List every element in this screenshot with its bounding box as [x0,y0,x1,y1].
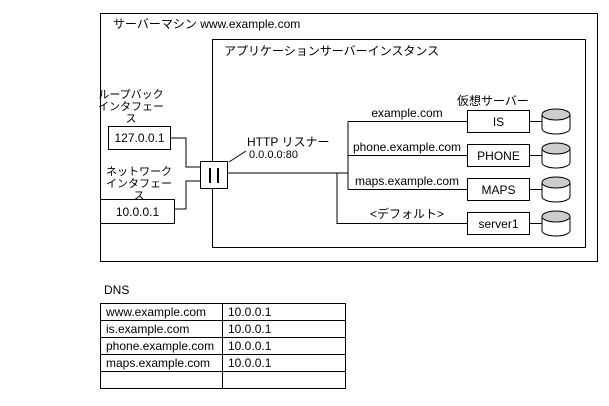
server-machine-box [100,13,598,262]
dns-table: www.example.com 10.0.0.1 is.example.com … [100,303,346,389]
dns-hostname-cell: is.example.com [100,320,223,338]
virtual-server-box: IS [467,110,530,133]
http-listener-icon [200,161,228,189]
dns-table-row: maps.example.com 10.0.0.1 [100,354,346,372]
loopback-label-line1: ループバック [98,89,164,101]
dns-table-row: www.example.com 10.0.0.1 [100,303,346,321]
network-ip: 10.0.0.1 [115,204,160,219]
http-listener-address: 0.0.0.0:80 [249,149,298,161]
virtual-server-name: IS [492,114,505,129]
virtual-server-box: MAPS [467,178,530,201]
vs-domain-label: example.com [371,106,443,120]
server-machine-label: サーバーマシン www.example.com [113,17,301,31]
virtual-server-box: PHONE [467,144,530,167]
loopback-ip: 127.0.0.1 [114,131,165,145]
dns-table-row [100,371,346,389]
virtual-server-name: MAPS [481,182,516,197]
network-label-line2: インタフェース [106,178,172,202]
dns-hostname-cell: maps.example.com [100,354,223,372]
dns-ip-cell: 10.0.0.1 [222,337,346,355]
loopback-interface-label: ループバック インタフェース [95,89,167,125]
virtual-server-name: PHONE [477,148,520,163]
dns-hostname-cell: phone.example.com [100,337,223,355]
listener-bar-icon [209,168,211,183]
network-ip-box: 10.0.0.1 [100,199,175,224]
vs-domain-label: <デフォルト> [369,207,445,221]
dns-table-row: is.example.com 10.0.0.1 [100,320,346,338]
virtual-servers-label: 仮想サーバー [457,94,529,108]
app-server-instance-box [212,39,586,248]
dns-ip-cell: 10.0.0.1 [222,320,346,338]
dns-ip-cell: 10.0.0.1 [222,354,346,372]
loopback-ip-box: 127.0.0.1 [108,126,171,150]
loopback-label-line2: インタフェース [98,101,164,125]
vs-domain-label: phone.example.com [352,140,462,154]
dns-ip-cell: 10.0.0.1 [222,303,346,321]
app-server-instance-label: アプリケーションサーバーインスタンス [224,44,440,58]
dns-table-row: phone.example.com 10.0.0.1 [100,337,346,355]
dns-ip-cell [222,371,346,389]
network-label-line1: ネットワーク [106,166,172,178]
network-interface-label: ネットワーク インタフェース [103,166,175,202]
dns-label: DNS [104,283,130,297]
dns-hostname-cell: www.example.com [100,303,223,321]
virtual-server-box: server1 [467,212,530,235]
vs-domain-label: maps.example.com [354,174,460,188]
listener-bar-icon [217,168,219,183]
virtual-server-name: server1 [478,216,519,231]
http-listener-label: HTTP リスナー [247,135,330,149]
dns-hostname-cell [100,371,223,389]
